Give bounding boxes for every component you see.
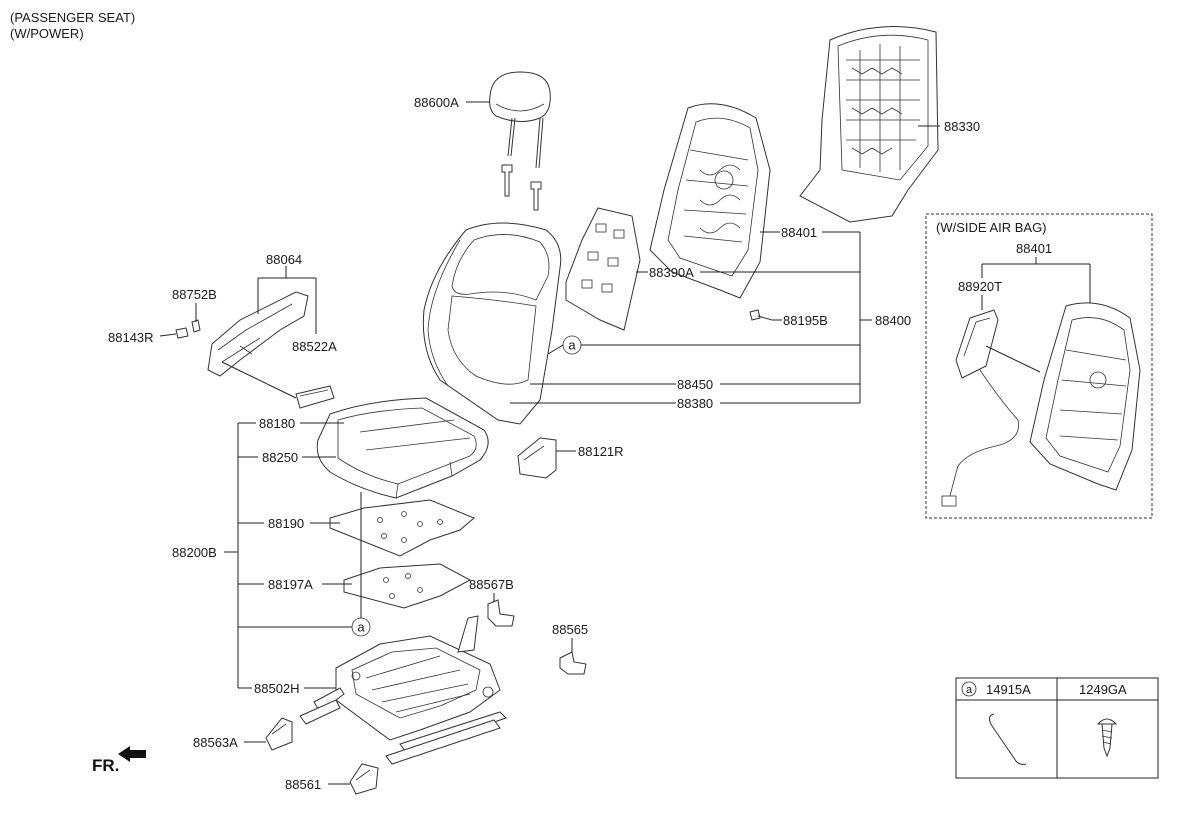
label-88400: 88400 xyxy=(875,313,911,328)
front-direction-label: FR. xyxy=(92,756,119,775)
legend-marker-circle xyxy=(961,681,977,697)
screw-1249GA-drawing xyxy=(1096,718,1118,758)
side-airbag-box xyxy=(925,213,1153,519)
label-88121R: 88121R xyxy=(578,444,624,459)
label-88401: 88401 xyxy=(781,225,817,240)
label-88195B: 88195B xyxy=(783,313,828,328)
back-cushion-drawing xyxy=(422,222,562,425)
seat-cushion-drawing xyxy=(316,397,489,499)
wire-clip-14915A-drawing xyxy=(988,713,1027,765)
back-pad-88390A-drawing xyxy=(565,207,641,331)
label-88565: 88565 xyxy=(552,622,588,637)
label-88450: 88450 xyxy=(677,377,713,392)
label-88143R: 88143R xyxy=(108,330,154,345)
back-frame-88401-drawing xyxy=(649,103,771,299)
airbag-module-drawing xyxy=(941,309,1019,507)
callout-a-lower-label: a xyxy=(357,620,365,635)
callout-a-back-label: a xyxy=(568,338,576,353)
label-88522A: 88522A xyxy=(292,339,337,354)
airbag-back-frame-drawing xyxy=(1029,302,1141,491)
clip-88567B-drawing xyxy=(487,599,515,627)
label-88200B: 88200B xyxy=(172,545,217,560)
label-88752B: 88752B xyxy=(172,287,217,302)
label-88600A: 88600A xyxy=(414,95,459,110)
legend-marker: a xyxy=(966,684,973,696)
pad-88190-drawing xyxy=(329,499,475,557)
legend-col1-label: 14915A xyxy=(986,682,1031,697)
label-88180: 88180 xyxy=(259,416,295,431)
label-88563A: 88563A xyxy=(193,735,238,750)
header-line-1: (PASSENGER SEAT) xyxy=(10,10,135,25)
label-88064: 88064 xyxy=(266,252,302,267)
headrest-drawing xyxy=(489,71,551,211)
label-88330: 88330 xyxy=(944,119,980,134)
cover-88563A-drawing xyxy=(265,717,293,751)
label-88250: 88250 xyxy=(262,450,298,465)
label-88561: 88561 xyxy=(285,777,321,792)
side-airbag-title: (W/SIDE AIR BAG) xyxy=(936,220,1047,235)
label-88190: 88190 xyxy=(268,516,304,531)
label-88567B: 88567B xyxy=(469,577,514,592)
side-cover-88064-drawing xyxy=(175,291,335,409)
side-shield-88121R-drawing xyxy=(517,437,557,479)
header-line-2: (W/POWER) xyxy=(10,26,84,41)
label-88380: 88380 xyxy=(677,396,713,411)
clip-88565-drawing xyxy=(559,651,587,675)
legend-col2-label: 1249GA xyxy=(1079,682,1127,697)
label-88390A: 88390A xyxy=(649,265,694,280)
side-airbag-label-88401: 88401 xyxy=(1016,241,1052,256)
pad-88197A-drawing xyxy=(343,563,472,609)
label-88502H: 88502H xyxy=(254,681,300,696)
seat-track-88502H-drawing xyxy=(299,615,507,765)
bolt-88195B-drawing xyxy=(749,309,773,321)
front-arrow-icon xyxy=(118,746,146,762)
cover-88561-drawing xyxy=(349,763,379,795)
label-88197A: 88197A xyxy=(268,577,313,592)
side-airbag-label-88920T: 88920T xyxy=(958,279,1002,294)
back-panel-88330-drawing xyxy=(799,26,939,223)
